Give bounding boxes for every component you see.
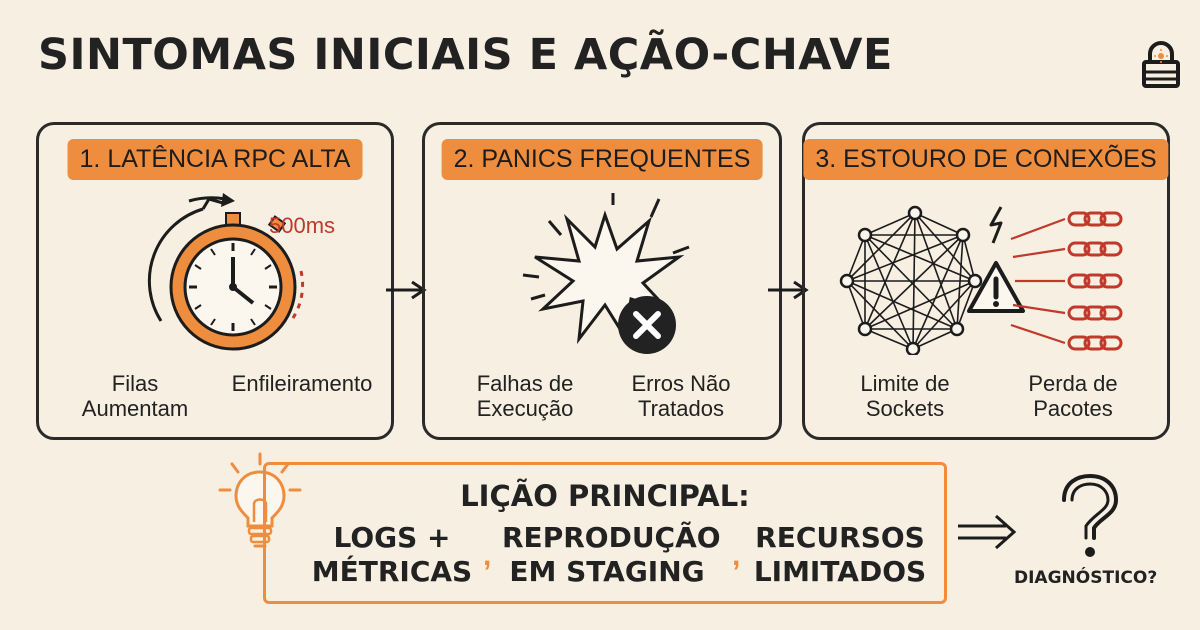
lesson-item-reproducao-staging: REPRODUÇÃO EM STAGING <box>502 521 721 588</box>
lesson-item-logs-metricas: LOGS + MÉTRICAS <box>311 521 473 588</box>
page-title: SINTOMAS INICIAIS E AÇÃO-CHAVE <box>38 30 893 80</box>
panel-rpc-latency: 1. LATÊNCIA RPC ALTA 500ms Filas Aumenta… <box>36 122 394 440</box>
lock-icon <box>1142 41 1180 88</box>
panel-tag: 1. LATÊNCIA RPC ALTA <box>67 139 363 180</box>
chain-links-icon <box>1010 211 1123 351</box>
lesson-box: LIÇÃO PRINCIPAL: LOGS + MÉTRICAS , REPRO… <box>263 462 947 604</box>
lightbulb-icon <box>218 452 302 548</box>
lesson-separator: , <box>732 539 741 572</box>
warning-icon <box>967 261 1025 313</box>
label-erros-nao-tratados: Erros Não Tratados <box>631 371 731 421</box>
network-mesh-icon <box>839 205 983 355</box>
error-x-icon <box>618 296 676 354</box>
lesson-item-recursos-limitados: RECURSOS LIMITADOS <box>753 521 927 588</box>
lightning-icon <box>989 206 1003 244</box>
question-mark-icon <box>1062 473 1119 557</box>
lesson-separator: , <box>483 539 492 572</box>
label-perda-pacotes: Perda de Pacotes <box>1028 371 1118 421</box>
lesson-title: LIÇÃO PRINCIPAL: <box>460 479 750 513</box>
arrow-right-icon <box>768 280 809 300</box>
label-filas-aumentam: Filas Aumentam <box>81 371 189 421</box>
panel-frequent-panics: 2. PANICS FREQUENTES Falhas de Execução … <box>422 122 782 440</box>
label-falhas-execucao: Falhas de Execução <box>476 371 574 421</box>
label-limite-sockets: Limite de Sockets <box>860 371 950 421</box>
panel-connection-overflow: 3. ESTOURO DE CONEXÕES <box>802 122 1170 440</box>
panel-tag: 2. PANICS FREQUENTES <box>441 139 763 180</box>
arrow-right-icon <box>958 514 1017 550</box>
latency-metric: 500ms <box>269 213 336 238</box>
label-enfileiramento: Enfileiramento <box>231 371 373 396</box>
panel-tag: 3. ESTOURO DE CONEXÕES <box>803 139 1169 180</box>
diagnostic-label: DIAGNÓSTICO? <box>1014 568 1158 588</box>
stopwatch-icon <box>147 193 305 351</box>
explosion-icon <box>522 193 690 345</box>
